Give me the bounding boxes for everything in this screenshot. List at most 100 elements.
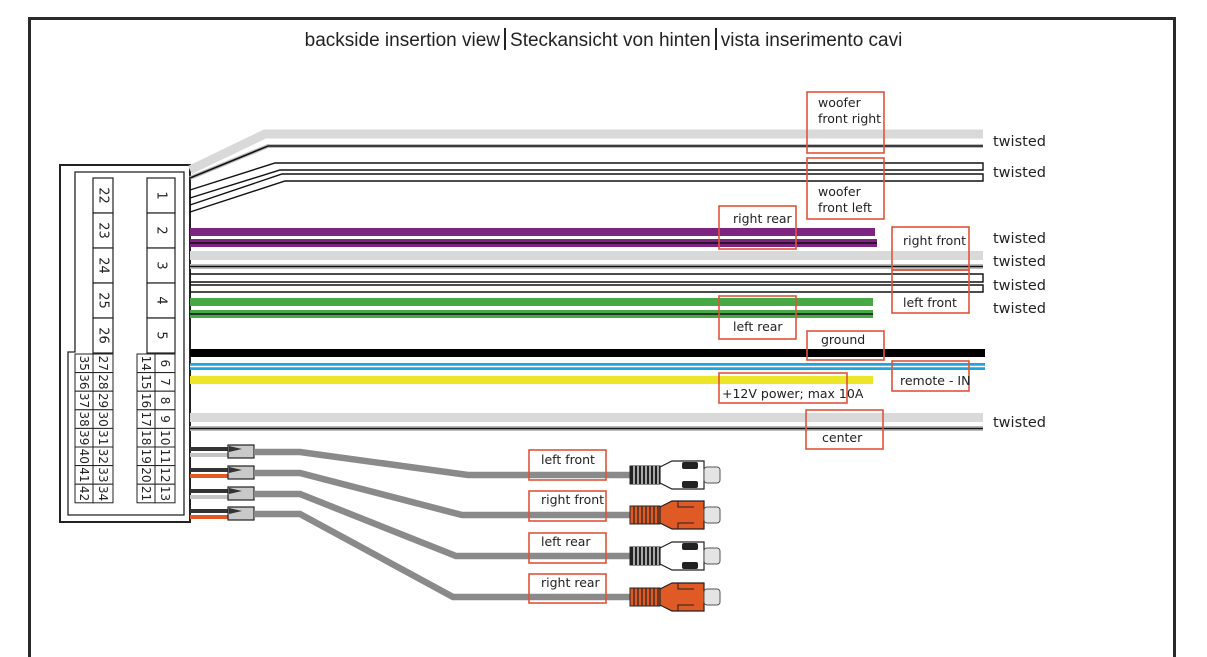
label-woofer-front-right: woofer front right [806,91,885,154]
pin-cell [146,317,176,354]
title-de: Steckansicht von hinten [510,30,711,51]
rca-plug-icon [629,500,721,530]
twisted-label: twisted [993,415,1046,431]
rca-cables [190,444,721,612]
pin-number: 14 [139,356,153,371]
label-text: front left [818,200,872,215]
pin-number: 17 [139,411,153,426]
woofer-front-left-wire [189,162,984,213]
title-en: backside insertion view [304,30,501,51]
pin-number: 39 [77,430,91,445]
rca-label-left-rear: left rear [528,532,607,564]
pin-number: 15 [139,374,153,389]
pin-number: 27 [96,356,110,371]
small-pins: 3536373839404142272829303132333414151617… [74,353,176,504]
rca-right-front [190,465,721,530]
pin-number: 34 [96,486,110,501]
rca-label-left-front: left front [528,449,607,481]
label-text: right rear [541,575,601,590]
label-ground: ground [806,330,885,361]
pin-number: 18 [139,430,153,445]
pin-number: 25 [96,292,111,309]
pin-number: 7 [158,378,172,386]
diagram-frame [28,17,1176,657]
diagram-title: backside insertion view Steckansicht von … [0,28,1207,52]
right-rear-wire [190,228,877,247]
rca-label-right-rear: right rear [528,573,607,604]
pin-number: 33 [96,467,110,482]
rca-cable [254,448,632,479]
pin-number: 32 [96,449,110,464]
pin-cell [146,212,176,249]
pin-number: 3 [154,261,169,269]
pin-number: 37 [77,393,91,408]
remote-in-wire [190,363,985,370]
label-text: left front [541,452,595,467]
pin-number: 21 [139,486,153,501]
pin-number: 26 [96,327,111,344]
pin-number: 13 [158,486,172,501]
label-text: left rear [733,319,783,334]
label-woofer-front-left: woofer front left [806,157,885,220]
pin-number: 31 [96,430,110,445]
ground-wire [190,349,985,357]
pin-number: 28 [96,374,110,389]
pin-number: 6 [158,359,172,367]
pin-number: 9 [158,415,172,423]
label-text: ground [821,332,865,347]
label-text: right rear [733,211,793,226]
center-wire [190,413,983,431]
right-front-wire [190,251,983,269]
pin-number: 4 [154,296,169,304]
label-center: center [805,409,884,450]
rca-right-rear [190,506,721,612]
pin-number: 41 [77,467,91,482]
pin-number: 2 [154,226,169,234]
label-right-rear: right rear [718,205,797,250]
label-left-rear: left rear [718,295,797,340]
rca-left-front [190,444,721,490]
pin-number: 23 [96,222,111,239]
pin-number: 8 [158,397,172,405]
pin-number: 36 [77,374,91,389]
rca-cable [254,469,632,519]
label-text: remote - IN [900,373,970,388]
pin-cell [92,483,114,504]
pin-number: 11 [158,449,172,464]
rca-label-right-front: right front [528,490,607,522]
pin-number: 16 [139,393,153,408]
label-text: +12V power; max 10A [722,386,864,401]
twisted-label: twisted [993,301,1046,317]
large-pins-right: 1 2 3 4 5 [146,177,176,354]
label-text: woofer [818,184,862,199]
pin-number: 30 [96,411,110,426]
pin-number: 29 [96,393,110,408]
pin-number: 5 [154,331,169,339]
pin-number: 35 [77,356,91,371]
woofer-front-right-wire [188,129,983,180]
pin-cell [146,177,176,214]
label-right-front: right front [891,226,970,271]
rca-plug-icon [629,541,721,571]
pin-number: 38 [77,411,91,426]
pin-number: 10 [158,430,172,445]
twisted-label: twisted [993,231,1046,247]
pin-number: 22 [96,187,111,204]
label-text: front right [818,111,881,126]
title-it: vista inserimento cavi [720,30,903,51]
rca-cable [254,510,632,601]
pin-number: 12 [158,467,172,482]
label-text: center [822,430,863,445]
label-remote-in: remote - IN [891,360,970,392]
pin-number: 42 [77,486,91,501]
rca-plug-icon [629,582,721,612]
label-power: +12V power; max 10A [718,372,864,404]
pin-number: 20 [139,467,153,482]
twisted-label: twisted [993,165,1046,181]
pin-number: 1 [154,191,169,199]
pin-cell [154,483,176,504]
label-left-front: left front [891,269,970,314]
rca-left-rear [190,486,721,571]
